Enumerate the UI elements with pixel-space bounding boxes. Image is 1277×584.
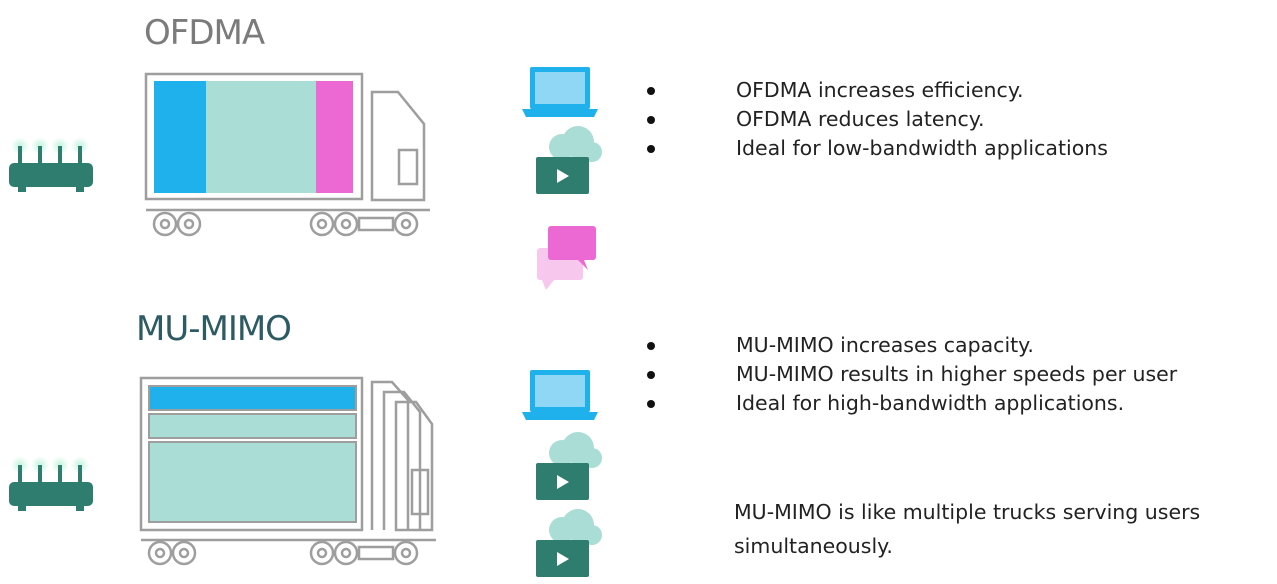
truck-icon bbox=[144, 72, 430, 237]
ofdma-title: OFDMA bbox=[144, 13, 265, 53]
bullet-item: Ideal for low-bandwidth applications bbox=[644, 134, 1108, 163]
bullet-item: OFDMA reduces latency. bbox=[644, 105, 1108, 134]
mumimo-title: MU-MIMO bbox=[136, 309, 292, 349]
mint-lane-upper bbox=[148, 413, 357, 439]
bullet-item: Ideal for high-bandwidth applications. bbox=[644, 389, 1177, 418]
video-cloud-icon bbox=[536, 509, 602, 577]
pink-cargo bbox=[316, 81, 353, 193]
mumimo-summary: MU-MIMO is like multiple trucks serving … bbox=[734, 500, 1201, 558]
ofdma-bullet-list: OFDMA increases efficiency. OFDMA reduce… bbox=[644, 76, 1108, 163]
video-cloud-icon bbox=[536, 126, 602, 194]
mumimo-bullet-list: MU-MIMO increases capacity. MU-MIMO resu… bbox=[644, 331, 1177, 418]
bullet-item: OFDMA increases efficiency. bbox=[644, 76, 1108, 105]
mint-lane-lower bbox=[148, 441, 357, 523]
blue-lane bbox=[148, 385, 357, 411]
mint-cargo bbox=[206, 81, 316, 193]
chat-icon bbox=[537, 226, 596, 290]
bullet-item: MU-MIMO increases capacity. bbox=[644, 331, 1177, 360]
router-icon bbox=[9, 456, 93, 511]
laptop-icon bbox=[522, 67, 598, 117]
router-icon bbox=[9, 137, 93, 192]
bullet-item: MU-MIMO results in higher speeds per use… bbox=[644, 360, 1177, 389]
stacked-trucks-icon bbox=[139, 376, 436, 566]
video-cloud-icon bbox=[536, 432, 602, 500]
blue-cargo bbox=[154, 81, 206, 193]
laptop-icon bbox=[522, 370, 598, 420]
